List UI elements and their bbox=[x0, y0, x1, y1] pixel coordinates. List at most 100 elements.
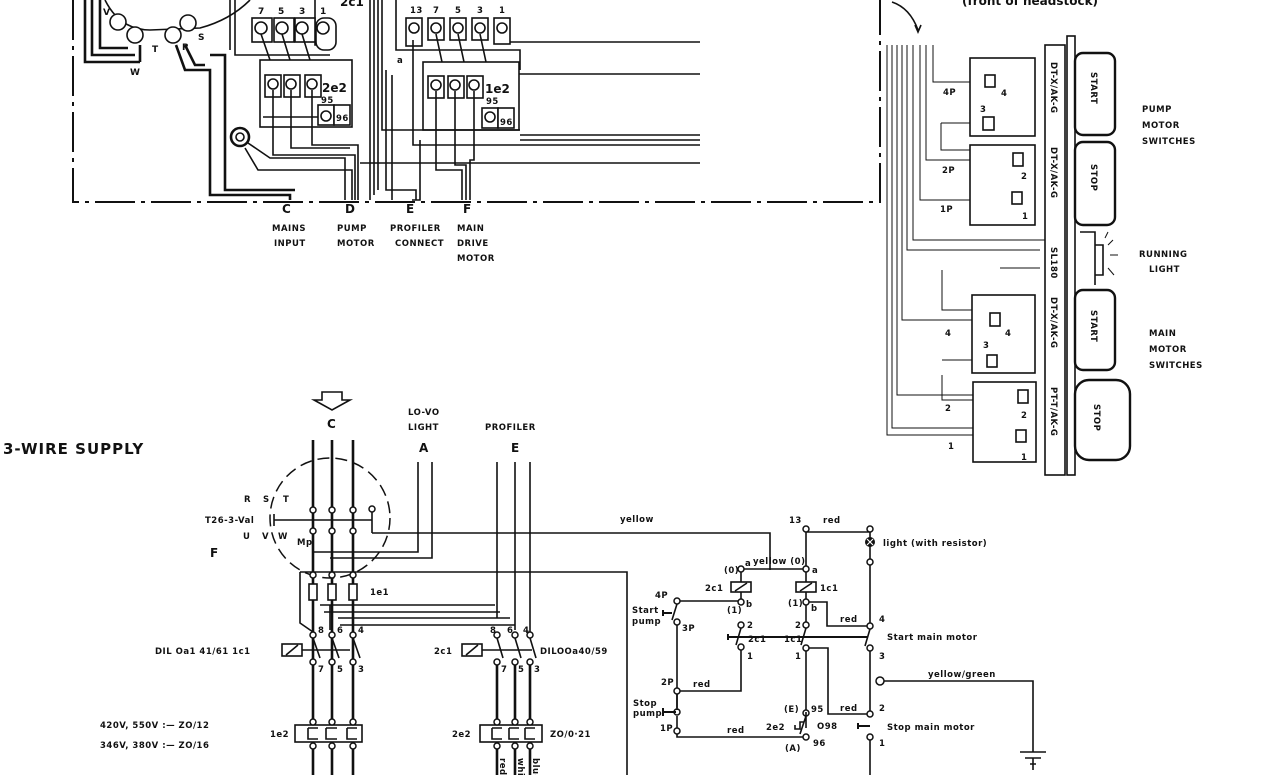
wire-label: 2 bbox=[1021, 172, 1027, 182]
push-button-actuators bbox=[662, 610, 870, 729]
panel-caption: (front of headstock) bbox=[962, 0, 1098, 8]
left-terminal-block bbox=[251, 17, 337, 51]
wire-color-label: yellow/green bbox=[928, 670, 996, 680]
overload-label: 1e2 bbox=[485, 82, 510, 96]
phase-label: V bbox=[262, 532, 269, 542]
wire-color-label: white bbox=[515, 758, 525, 775]
button-label: START bbox=[1088, 310, 1098, 342]
overload-contact-label: 2e2 bbox=[766, 723, 785, 733]
running-light-lamp bbox=[1080, 231, 1104, 285]
stop-pump-label: pump bbox=[633, 709, 662, 719]
phase-label: S bbox=[263, 495, 270, 505]
wire-color-label: red bbox=[840, 704, 858, 714]
stop-main-label: Stop main motor bbox=[887, 723, 975, 733]
contactor-label: 2c1 bbox=[434, 647, 452, 657]
terminal-number: 3 bbox=[534, 665, 540, 675]
node-label: 4P bbox=[655, 591, 668, 601]
wire-color-label: red bbox=[823, 516, 841, 526]
terminal-number: 3 bbox=[477, 6, 483, 16]
lovo-letter: A bbox=[419, 441, 429, 455]
node-label: b bbox=[811, 604, 818, 614]
terminal-links bbox=[260, 33, 311, 61]
terminal-number: 1 bbox=[320, 7, 326, 17]
wire-label: 1 bbox=[1021, 453, 1027, 463]
phase-label: Mp bbox=[297, 538, 313, 548]
supply-wires bbox=[273, 462, 531, 632]
panel-wires bbox=[886, 45, 1065, 436]
profiler-letter: E bbox=[511, 441, 519, 455]
supply-arrow-icon bbox=[310, 391, 354, 411]
wire-label: 3 bbox=[980, 105, 986, 115]
wire-label: 2 bbox=[1021, 411, 1027, 421]
node-label: 4 bbox=[879, 615, 885, 625]
group-label: PUMP bbox=[1142, 105, 1172, 115]
terminal-t bbox=[164, 26, 182, 44]
group-label: RUNNING bbox=[1139, 250, 1187, 260]
switch-contacts bbox=[982, 74, 1029, 443]
fuses-1e1 bbox=[308, 583, 358, 601]
overload-label: 2e2 bbox=[452, 730, 471, 740]
switch-type-label: PT-T/AK-G bbox=[1048, 387, 1058, 436]
pump-wires bbox=[244, 90, 359, 200]
wire-color-label: red bbox=[497, 758, 507, 775]
earth-gland-inner bbox=[235, 132, 245, 142]
control-circuit: yellow (0) a yellow (0) a 2c1 1c1 bbox=[620, 515, 1046, 775]
wire-label: 4 bbox=[1005, 329, 1011, 339]
light-cross bbox=[866, 538, 874, 546]
wire-label: 4P bbox=[943, 88, 956, 98]
wire-color-label: yellow bbox=[620, 515, 654, 525]
terminal-v bbox=[109, 13, 127, 31]
earth-gland bbox=[229, 126, 251, 148]
terminal-number: 5 bbox=[337, 665, 343, 675]
connector-label: PUMP bbox=[337, 224, 367, 234]
connector-label: MAIN bbox=[457, 224, 484, 234]
terminal-label: W bbox=[130, 68, 140, 78]
contactor-1c1 bbox=[281, 631, 361, 666]
links bbox=[435, 33, 700, 75]
switch-type-label: DT-X/AK-G bbox=[1048, 147, 1058, 199]
group-label: MAIN bbox=[1149, 329, 1176, 339]
fuse-label: 1e1 bbox=[370, 588, 389, 598]
right-terminal-block bbox=[405, 17, 511, 47]
coil-mark bbox=[799, 582, 813, 592]
terminal-number: 4 bbox=[358, 626, 364, 636]
connector-label: INPUT bbox=[274, 239, 306, 249]
bus-wires bbox=[229, 0, 521, 200]
phase-label: U bbox=[243, 532, 250, 542]
pump-stop-button bbox=[1073, 140, 1117, 227]
top-assembly: V W T R S 2c1 7 5 3 1 2e2 95 96 bbox=[72, 0, 881, 264]
terminal-number: 3 bbox=[299, 7, 305, 17]
node-label: 1 bbox=[879, 739, 885, 749]
node-label: 1 bbox=[747, 652, 753, 662]
switch-body bbox=[969, 57, 1036, 137]
contactor-type: DILOOa40/59 bbox=[540, 647, 608, 657]
button-label: STOP bbox=[1091, 404, 1101, 431]
node-label: (E) bbox=[784, 705, 799, 715]
terminal-number: 96 bbox=[500, 118, 513, 128]
phase-label: R bbox=[244, 495, 251, 505]
overload-2e2 bbox=[479, 718, 543, 750]
terminal-label: V bbox=[103, 8, 110, 18]
node-label: 2 bbox=[879, 704, 885, 714]
terminal-number: 95 bbox=[486, 97, 499, 107]
light-label: light (with resistor) bbox=[883, 539, 987, 549]
switch-body bbox=[969, 144, 1036, 226]
node-label: (1) bbox=[727, 606, 742, 616]
group-label: LIGHT bbox=[1149, 265, 1180, 275]
overload-rating: ZO/0·21 bbox=[550, 730, 591, 740]
wire-label: 2 bbox=[945, 404, 951, 414]
switch-type-label: DT-X/AK-G bbox=[1048, 297, 1058, 349]
terminal-label: S bbox=[198, 33, 204, 43]
light-rays-icon bbox=[1104, 231, 1118, 276]
terminal-number: 8 bbox=[490, 626, 496, 636]
terminal-number: 6 bbox=[507, 626, 513, 636]
motor-wires bbox=[83, 0, 140, 64]
stop-pump-label: Stop bbox=[633, 699, 657, 709]
connector-c-letter: C bbox=[282, 202, 291, 216]
coil-label: 2c1 bbox=[705, 584, 723, 594]
coil-mark bbox=[734, 582, 748, 592]
terminal-number: 8 bbox=[318, 626, 324, 636]
node-label: 13 bbox=[789, 516, 802, 526]
group-label: SWITCHES bbox=[1149, 361, 1203, 371]
